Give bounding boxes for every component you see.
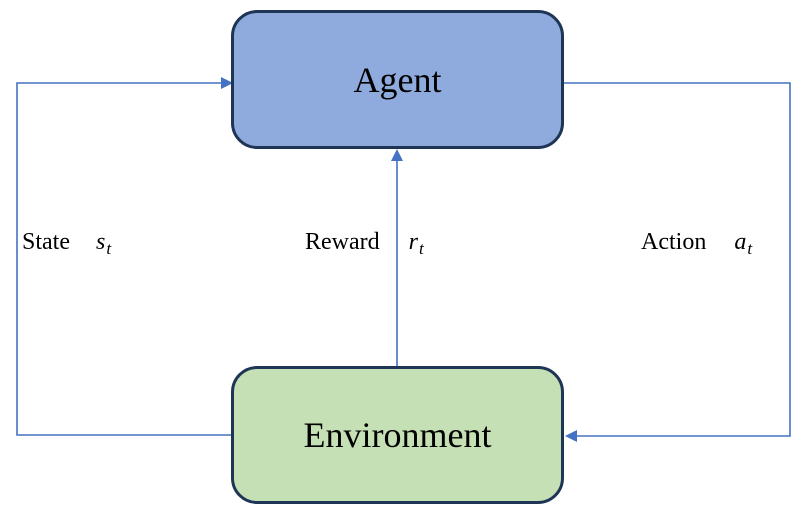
state-symbol: st xyxy=(96,229,112,258)
state-edge-label: State st xyxy=(22,227,111,257)
action-arrowhead-icon xyxy=(565,430,577,442)
reward-arrowhead-icon xyxy=(391,149,403,161)
action-edge-label: Action at xyxy=(641,227,752,257)
state-word: State xyxy=(22,229,70,255)
state-arrowhead-icon xyxy=(221,77,233,89)
reward-word: Reward xyxy=(305,229,380,255)
agent-box: Agent xyxy=(231,10,564,149)
reward-symbol: rt xyxy=(408,229,424,258)
action-arrow-path xyxy=(564,82,791,437)
environment-box: Environment xyxy=(231,366,564,504)
state-arrow-path xyxy=(16,82,233,436)
reward-edge-label: Reward rt xyxy=(305,227,424,257)
environment-box-label: Environment xyxy=(303,415,492,455)
agent-box-label: Agent xyxy=(353,59,442,100)
action-word: Action xyxy=(641,229,707,255)
action-symbol: at xyxy=(734,229,753,258)
